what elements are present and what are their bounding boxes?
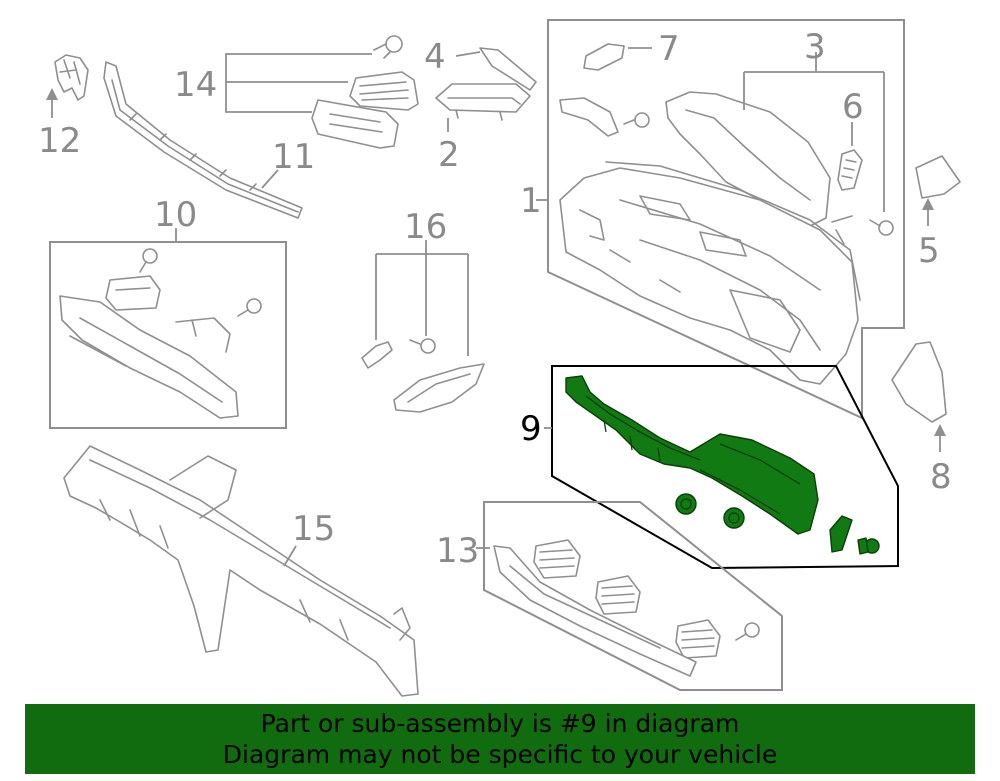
part-2-tray	[435, 83, 531, 121]
banner-line-2: Diagram may not be specific to your vehi…	[222, 740, 778, 769]
callout-15: 15	[292, 509, 335, 549]
arrow-8	[934, 424, 946, 436]
group-box-9	[551, 365, 899, 570]
part-15-cross-car-beam	[63, 445, 419, 697]
part-9-glove-box-highlighted	[565, 375, 880, 555]
leader-15	[283, 545, 297, 567]
callout-3: 3	[804, 27, 826, 67]
leader-11	[261, 169, 279, 189]
callout-8: 8	[930, 457, 952, 497]
callout-1: 1	[520, 181, 542, 221]
part-16-trim	[361, 338, 485, 413]
leader-4	[455, 51, 481, 57]
callout-10: 10	[154, 195, 197, 235]
callout-9: 9	[520, 409, 542, 449]
part-1-instrument-panel	[559, 97, 861, 385]
part-5-end-cap	[915, 155, 961, 199]
callout-5: 5	[918, 231, 940, 271]
callout-13: 13	[436, 531, 479, 571]
part-12-bracket	[54, 54, 89, 101]
part-14-vents	[311, 35, 419, 149]
part-13-vents-trim	[493, 539, 760, 677]
part-4-cover	[479, 47, 537, 91]
callout-7: 7	[658, 29, 680, 69]
leader-3	[743, 52, 885, 212]
part-10-lower-panel	[59, 248, 262, 419]
callout-2: 2	[438, 135, 460, 175]
callout-12: 12	[38, 121, 81, 161]
leader-14	[225, 53, 372, 113]
part-11-trim-strip	[103, 61, 303, 219]
screw-box1	[623, 112, 894, 236]
info-banner: Part or sub-assembly is #9 in diagram Di…	[25, 704, 975, 774]
arrow-5	[922, 198, 934, 210]
part-6-vent	[837, 149, 863, 191]
parts-diagram: 12 11 14 4 2 1 7 3	[38, 19, 961, 697]
callout-11: 11	[272, 137, 315, 177]
arrow-12	[46, 88, 58, 100]
group-box-13	[483, 501, 783, 691]
leader-16	[375, 240, 469, 356]
callout-16: 16	[404, 207, 447, 247]
callout-14: 14	[174, 65, 217, 105]
callout-4: 4	[424, 37, 446, 77]
part-8-side-cover	[891, 341, 947, 423]
banner-line-1: Part or sub-assembly is #9 in diagram	[260, 709, 740, 738]
part-7-clip	[583, 43, 625, 71]
group-box-10	[49, 241, 287, 429]
callout-6: 6	[842, 87, 864, 127]
group-box-1	[547, 19, 905, 420]
